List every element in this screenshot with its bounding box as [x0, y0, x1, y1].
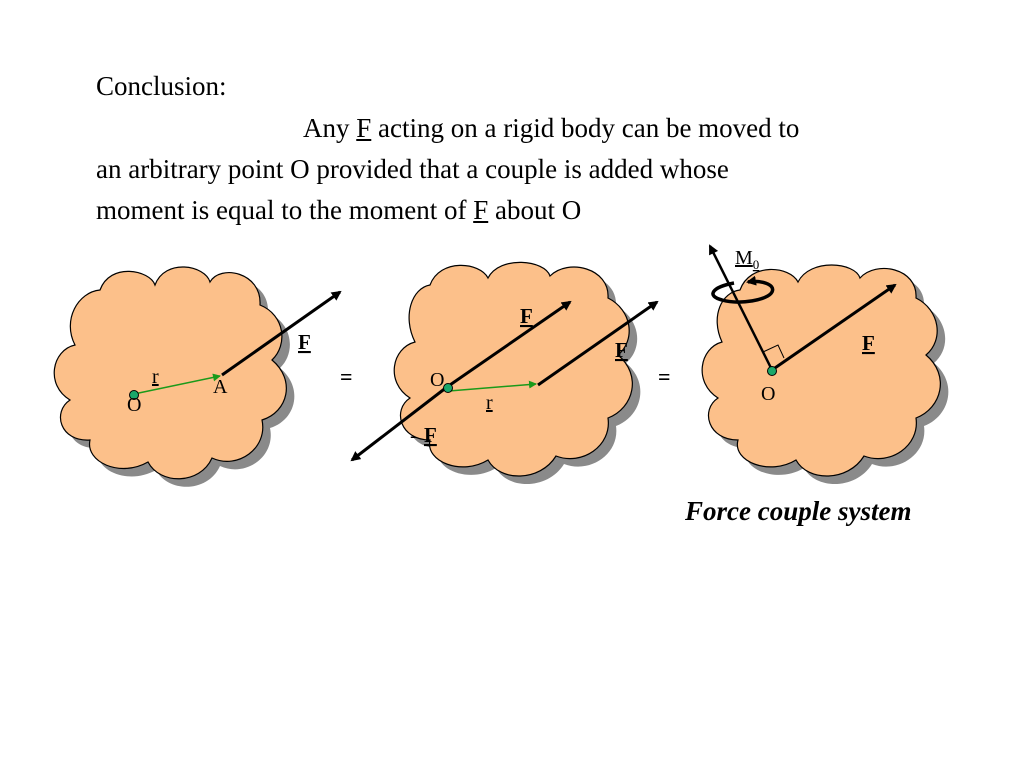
body2-force-top-label: F: [520, 304, 533, 328]
body1-force-arrow: [221, 290, 342, 377]
body3-force-arrow: [771, 283, 897, 372]
body3-origin-point: [767, 366, 777, 376]
moment-subscript: 0: [753, 257, 760, 272]
line3-start: moment is equal to the moment of: [96, 195, 474, 225]
body2-force-arrow-right: [537, 300, 659, 387]
body1-r-label: r: [152, 366, 159, 388]
force-symbol-2: F: [473, 195, 489, 225]
rigid-body-1: O r A F: [53, 266, 342, 487]
body2-shape: [393, 261, 633, 477]
equals-sign-1: =: [340, 364, 353, 389]
body3-force-label: F: [862, 331, 875, 355]
moment-symbol: M: [735, 247, 753, 269]
conclusion-heading: Conclusion:: [96, 71, 227, 101]
line1-end: acting on a rigid body can be moved to: [371, 113, 800, 143]
body2-neg-force-arrow: [350, 385, 448, 462]
body2-origin-label: O: [430, 369, 444, 391]
body1-shape: [53, 266, 287, 480]
body2-force-right-label: F: [615, 338, 628, 362]
body3-right-angle-mark: [762, 344, 785, 359]
line1-start: Any: [303, 113, 357, 143]
rigid-body-3: O M0 F: [701, 244, 949, 485]
body1-origin-label: O: [127, 394, 141, 416]
body2-neg-sign: -: [410, 425, 417, 447]
body1-r-vector: [133, 373, 221, 395]
force-symbol: F: [356, 113, 372, 143]
conclusion-line-3: moment is equal to the moment of F about…: [96, 190, 581, 231]
moment-arrow-icon: [711, 275, 775, 304]
conclusion-line-1: Any F acting on a rigid body can be move…: [303, 108, 799, 149]
body2-r-label: r: [486, 392, 493, 414]
body3-origin-label: O: [761, 383, 775, 405]
body2-neg-force-label: F: [424, 423, 437, 447]
conclusion-line-2: an arbitrary point O provided that a cou…: [96, 154, 729, 184]
body3-shape: [701, 264, 941, 477]
body3-moment-arm: [708, 244, 774, 371]
body1-point-label: A: [213, 376, 228, 398]
equals-sign-2: =: [658, 364, 671, 389]
body1-force-label: F: [298, 330, 311, 354]
line3-end: about O: [488, 195, 582, 225]
body1-origin-point: [129, 390, 139, 400]
body2-origin-point: [443, 383, 453, 393]
body2-force-arrow-top: [446, 300, 572, 389]
body3-moment-label: M0: [735, 247, 759, 272]
body2-r-vector: [448, 380, 537, 392]
diagram-caption: Force couple system: [685, 496, 912, 526]
rigid-body-2: O r F F - F: [350, 261, 659, 485]
